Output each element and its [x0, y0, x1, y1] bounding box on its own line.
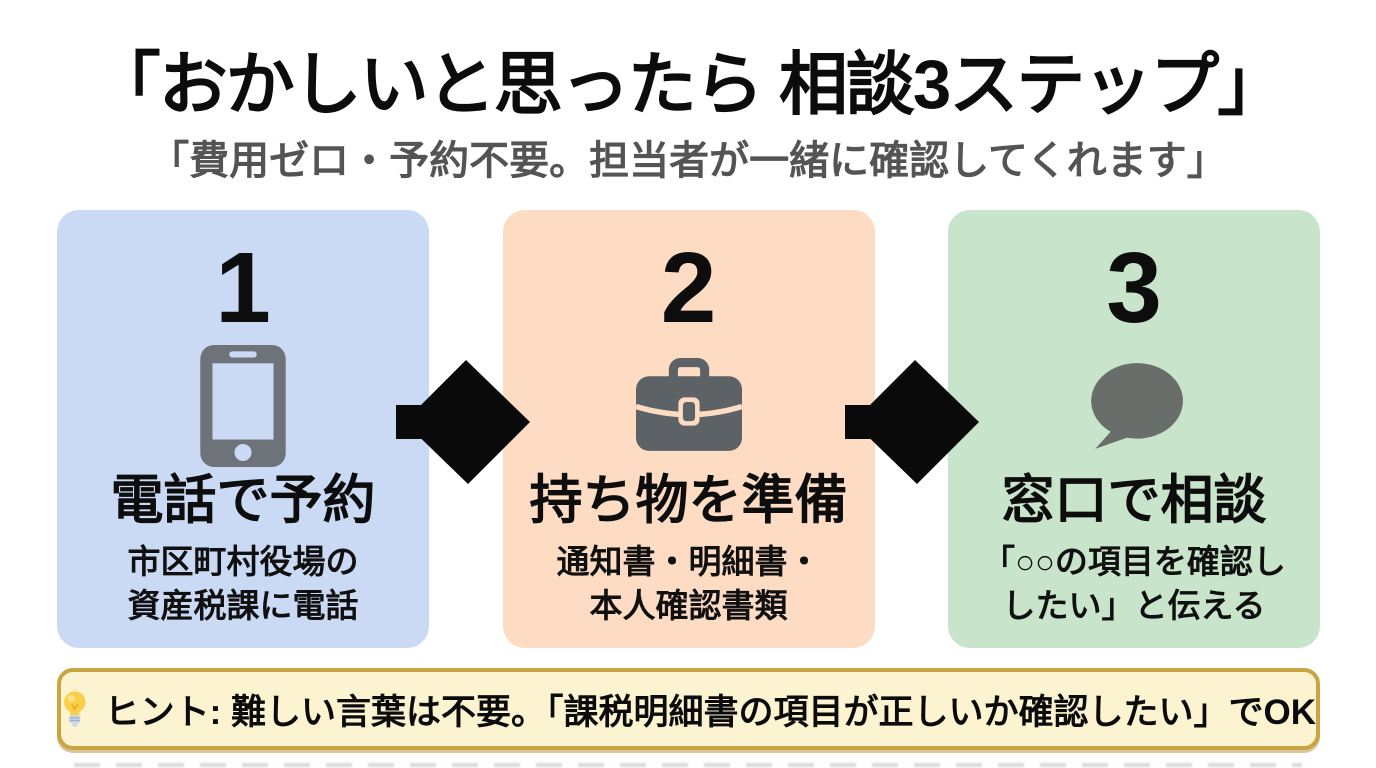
step-1-title: 電話で予約: [110, 471, 376, 530]
step-card-1: 1 電話で予約 市区町村役場の 資産税課に電話: [57, 210, 429, 648]
page-subtitle: 「費用ゼロ・予約不要。担当者が一緒に確認してくれます」: [149, 139, 1227, 183]
step-2-desc-line2: 本人確認書類: [589, 586, 788, 624]
speech-bubble-icon: [1083, 342, 1185, 470]
smartphone-icon: [196, 342, 290, 470]
step-1-number: 1: [215, 232, 271, 344]
step-1-description: 市区町村役場の 資産税課に電話: [128, 540, 359, 627]
arrow-right-icon: [845, 360, 979, 484]
hint-text: ヒント: 難しい言葉は不要。「課税明細書の項目が正しいか確認したい」でOK: [104, 692, 1316, 732]
step-2-desc-line1: 通知書・明細書・: [556, 543, 821, 581]
step-2-description: 通知書・明細書・ 本人確認書類: [557, 540, 821, 627]
arrow-right-icon: [396, 360, 530, 484]
page-title: 「おかしいと思ったら 相談3ステップ」: [91, 46, 1287, 123]
step-card-3: 3 窓口で相談 「○○の項目を確認し したい」と伝える: [948, 210, 1320, 648]
hint-banner: ヒント: 難しい言葉は不要。「課税明細書の項目が正しいか確認したい」でOK: [57, 668, 1320, 750]
briefcase-icon: [635, 342, 742, 470]
lightbulb-icon: [64, 689, 86, 727]
step-3-title: 窓口で相談: [1001, 471, 1267, 530]
step-3-desc-line2: したい」と伝える: [1002, 586, 1266, 624]
step-1-desc-line1: 市区町村役場の: [127, 543, 359, 581]
step-3-description: 「○○の項目を確認し したい」と伝える: [982, 540, 1286, 627]
step-3-desc-line1: 「○○の項目を確認し: [982, 543, 1286, 581]
step-card-2: 2 持ち物を準備 通知書・明細書・ 本人確認書類: [502, 210, 875, 648]
step-2-number: 2: [660, 232, 717, 344]
step-1-desc-line2: 資産税課に電話: [127, 586, 359, 624]
step-3-number: 3: [1106, 232, 1162, 344]
step-2-title: 持ち物を準備: [529, 471, 848, 530]
bottom-artifact-line: [74, 763, 1302, 767]
steps-row: 1 電話で予約 市区町村役場の 資産税課に電話 2 持ち物を: [57, 210, 1320, 648]
